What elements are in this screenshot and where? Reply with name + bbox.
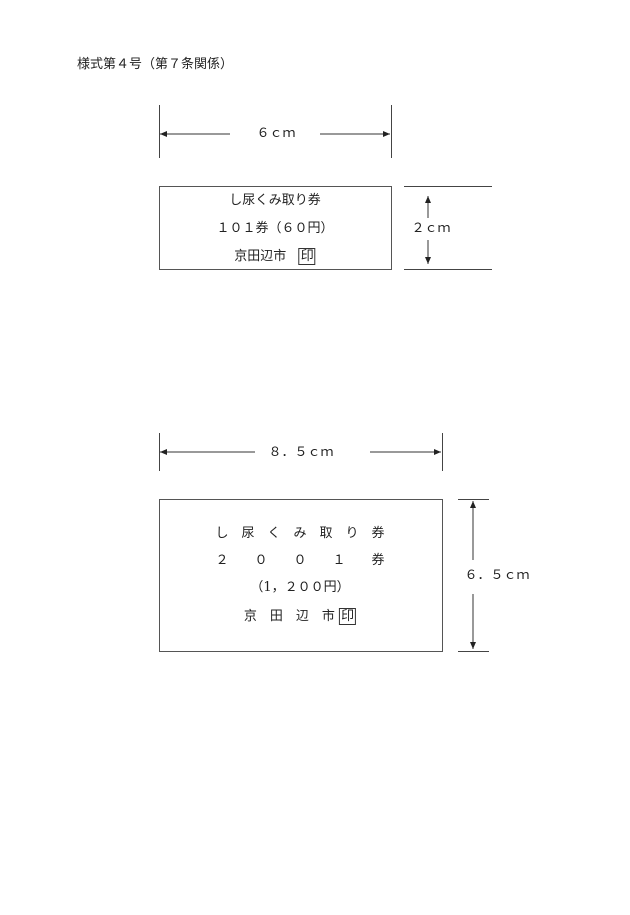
height-label-large: ６．５ｃｍ (464, 568, 530, 583)
ticket-large-count: ２ ０ ０ １ 券 (215, 553, 385, 568)
seal-mark: 印 (339, 608, 357, 625)
ticket-large-price: （1，２００円） (250, 580, 350, 595)
ticket-small (159, 186, 392, 270)
dimension-line (404, 269, 492, 270)
ticket-small-title: し尿くみ取り券 (229, 193, 321, 208)
dimension-line (159, 105, 160, 158)
dimension-line (404, 186, 492, 187)
height-label-small: ２ｃｍ (411, 221, 451, 236)
ticket-large-title: し 尿 く み 取 り 券 (215, 526, 385, 541)
seal-mark: 印 (298, 248, 316, 265)
dimension-line (391, 105, 392, 158)
issuer: 京 田 辺 市 (243, 609, 335, 624)
width-label-small: ６ｃｍ (256, 126, 296, 141)
ticket-small-price: １０１券（６０円） (216, 221, 334, 236)
dimension-line (159, 433, 160, 471)
dimension-line (458, 651, 489, 652)
issuer: 京田辺市 (234, 249, 287, 264)
ticket-large (159, 499, 443, 652)
width-label-large: ８．５ｃｍ (268, 445, 334, 460)
form-title: 様式第４号（第７条関係） (77, 57, 234, 72)
ticket-large-issuer-row: 京 田 辺 市 印 (243, 608, 357, 625)
ticket-small-issuer-row: 京田辺市 印 (234, 248, 316, 265)
dimension-line (442, 433, 443, 471)
dimension-line (458, 499, 489, 500)
